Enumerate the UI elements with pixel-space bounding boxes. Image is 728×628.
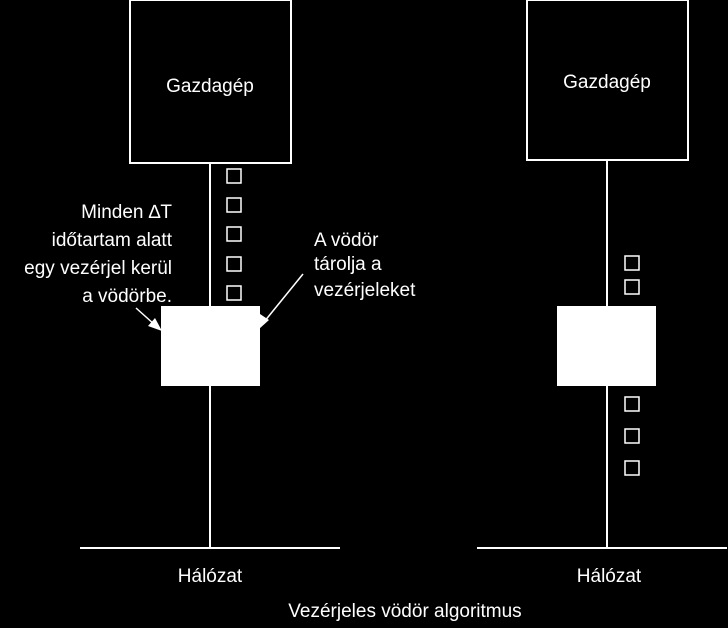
annotation-right-line-1: A vödör bbox=[314, 230, 379, 251]
left-network-label: Hálózat bbox=[178, 566, 243, 587]
right-host-label: Gazdagép bbox=[563, 72, 651, 93]
right-token-queue-lower bbox=[624, 396, 640, 476]
left-scenario: Gazdagép Hálózat Minden ∆T időtartam ala… bbox=[24, 0, 416, 587]
annotation-left-line-1: Minden ∆T bbox=[81, 202, 172, 223]
token-icon bbox=[226, 285, 242, 301]
right-bucket bbox=[557, 306, 656, 386]
right-network-label: Hálózat bbox=[577, 566, 642, 587]
right-token-queue-upper bbox=[624, 255, 640, 295]
left-bucket bbox=[161, 306, 260, 386]
annotation-right: A vödör tárolja a vezérjeleket bbox=[314, 230, 416, 301]
token-icon bbox=[624, 279, 640, 295]
token-icon bbox=[226, 256, 242, 272]
annotation-left-line-4: a vödörbe. bbox=[82, 286, 172, 307]
token-icon bbox=[624, 428, 640, 444]
annotation-left: Minden ∆T időtartam alatt egy vezérjel k… bbox=[24, 202, 173, 307]
diagram-caption: Vezérjeles vödör algoritmus bbox=[288, 601, 521, 622]
token-icon bbox=[624, 396, 640, 412]
annotation-left-line-2: időtartam alatt bbox=[52, 230, 173, 251]
left-token-queue bbox=[226, 168, 242, 301]
annotation-right-line-3: vezérjeleket bbox=[314, 280, 416, 301]
annotation-left-arrow bbox=[135, 307, 162, 331]
token-icon bbox=[624, 460, 640, 476]
right-scenario: Gazdagép Hálózat bbox=[477, 0, 727, 587]
token-icon bbox=[226, 168, 242, 184]
left-host-label: Gazdagép bbox=[166, 76, 254, 97]
annotation-right-arrow bbox=[259, 273, 304, 329]
annotation-right-line-2: tárolja a bbox=[314, 254, 382, 275]
token-icon bbox=[226, 197, 242, 213]
token-icon bbox=[624, 255, 640, 271]
annotation-left-line-3: egy vezérjel kerül bbox=[24, 258, 172, 279]
token-icon bbox=[226, 226, 242, 242]
